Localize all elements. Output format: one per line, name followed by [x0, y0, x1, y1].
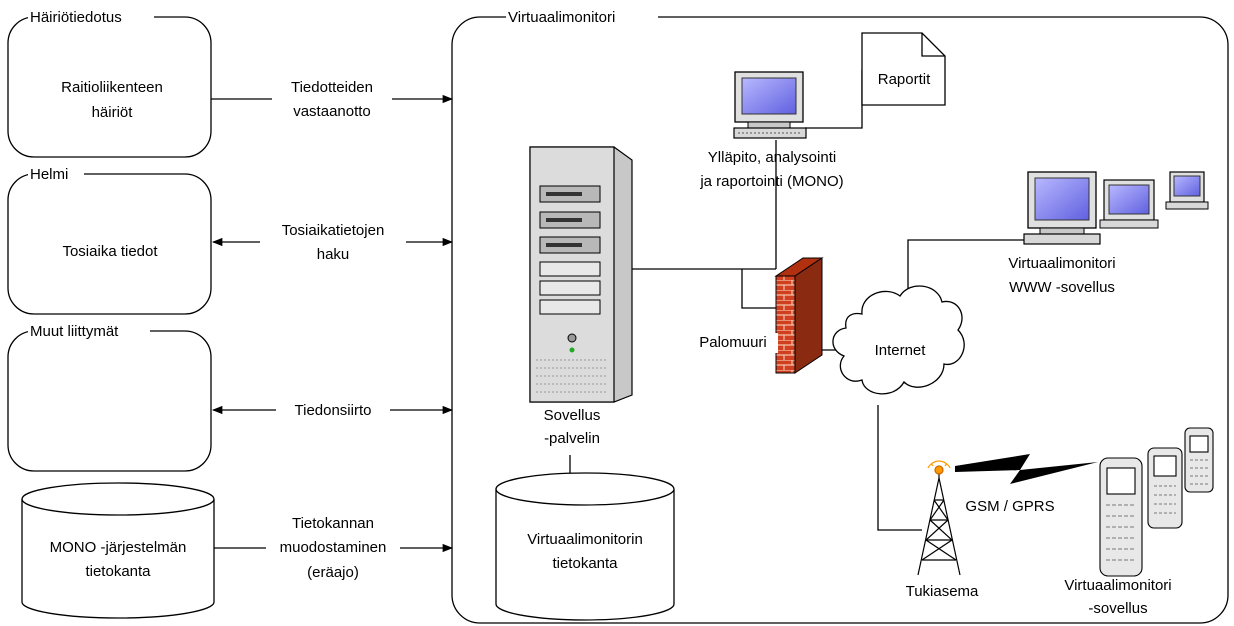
db-text-mono-1: MONO -järjestelmän — [50, 539, 187, 556]
firewall-icon — [774, 257, 824, 374]
maintenance-computer-icon — [733, 71, 807, 139]
www-computers-icon — [1023, 171, 1209, 245]
raportit-label: Raportit — [878, 71, 931, 88]
network-lines — [569, 70, 1025, 531]
db-text-vm-1: Virtuaalimonitorin — [527, 531, 643, 548]
www-label-2: WWW -sovellus — [1009, 279, 1115, 296]
connector-label-3: Tiedonsiirto — [295, 402, 372, 419]
group-helmi: Helmi Tosiaika tiedot — [7, 165, 212, 315]
box-text-helmi: Tosiaika tiedot — [62, 243, 158, 260]
gsm-label: GSM / GPRS — [965, 498, 1054, 515]
connector-label-4a: Tietokannan — [292, 515, 374, 532]
mobile-label-2: -sovellus — [1088, 600, 1147, 617]
internet-label: Internet — [875, 342, 927, 359]
group-label-hairiotiedotus: Häiriötiedotus — [30, 9, 122, 26]
mobile-label-1: Virtuaalimonitori — [1064, 577, 1171, 594]
palomuuri-label: Palomuuri — [699, 334, 767, 351]
gsm-lightning-icon — [955, 454, 1098, 484]
db-text-mono-2: tietokanta — [85, 563, 151, 580]
connector-tietokanta: Tietokannan muodostaminen (eräajo) — [214, 512, 454, 582]
group-hairiotiedotus: Häiriötiedotus Raitioliikenteen häiriöt — [7, 8, 212, 158]
mobile-phones-icon — [1099, 427, 1214, 577]
group-virtuaalimonitori: Virtuaalimonitori — [451, 8, 1229, 624]
server-label-1: Sovellus — [544, 407, 601, 424]
connector-tiedotteet: Tiedotteiden vastaanotto — [211, 76, 454, 120]
mono-database: MONO -järjestelmän tietokanta — [21, 482, 215, 619]
server-label-2: -palvelin — [544, 430, 600, 447]
group-muut-liittymat: Muut liittymät — [7, 322, 212, 472]
connector-label-2a: Tosiaikatietojen — [282, 222, 385, 239]
box-text-hairio-2: häiriöt — [92, 104, 134, 121]
connector-label-1b: vastaanotto — [293, 103, 371, 120]
db-text-vm-2: tietokanta — [552, 555, 618, 572]
box-text-hairio-1: Raitioliikenteen — [61, 79, 163, 96]
group-label-virtuaalimonitori: Virtuaalimonitori — [508, 9, 615, 26]
yllapito-label-2: ja raportointi (MONO) — [699, 173, 843, 190]
connector-label-2b: haku — [317, 246, 350, 263]
tukiasema-label: Tukiasema — [906, 583, 979, 600]
group-label-helmi: Helmi — [30, 166, 68, 183]
base-station-tower-icon — [917, 460, 961, 576]
internet-cloud-icon: Internet — [832, 285, 965, 395]
connector-label-4b: muodostaminen — [280, 539, 387, 556]
report-document-icon: Raportit — [861, 32, 946, 106]
connector-label-4c: (eräajo) — [307, 564, 359, 581]
virtuaalimonitori-database: Virtuaalimonitorin tietokanta — [495, 472, 675, 621]
www-label-1: Virtuaalimonitori — [1008, 255, 1115, 272]
application-server-icon — [529, 146, 633, 403]
group-label-muut: Muut liittymät — [30, 323, 119, 340]
connector-tosiaikatiedot: Tosiaikatietojen haku — [211, 220, 454, 264]
connector-label-1a: Tiedotteiden — [291, 79, 373, 96]
connector-tiedonsiirto: Tiedonsiirto — [211, 400, 454, 420]
yllapito-label-1: Ylläpito, analysointi — [708, 149, 836, 166]
